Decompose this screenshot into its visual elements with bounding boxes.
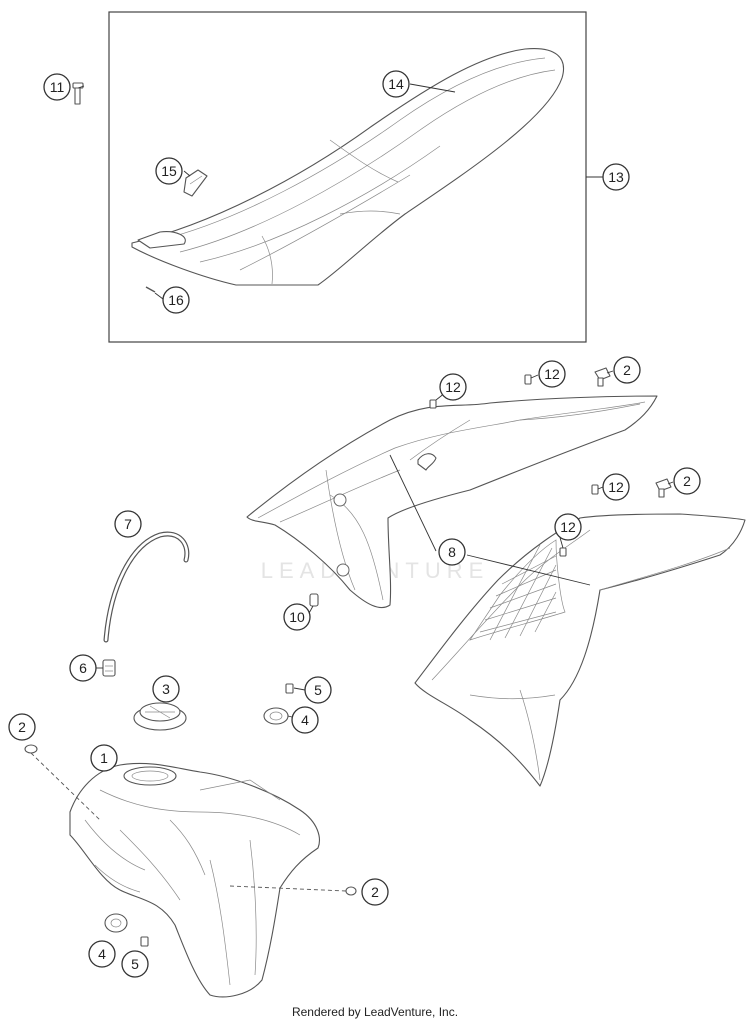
left-spoiler-part[interactable] (246, 395, 658, 609)
svg-text:12: 12 (544, 366, 560, 382)
svg-text:5: 5 (131, 956, 139, 972)
callout-10[interactable]: 10 (283, 603, 311, 631)
callout-12-mid[interactable]: 12 (602, 473, 630, 501)
footer-credit: Rendered by LeadVenture, Inc. (291, 1005, 459, 1019)
callout-14[interactable]: 14 (382, 70, 410, 98)
screw-11-part[interactable] (72, 82, 84, 105)
screw-12-upper-left-part[interactable] (429, 399, 437, 409)
svg-text:16: 16 (168, 292, 184, 308)
svg-text:13: 13 (608, 169, 624, 185)
callout-12-lower[interactable]: 12 (554, 513, 582, 541)
svg-text:11: 11 (50, 79, 65, 95)
right-spoiler-part[interactable] (414, 513, 746, 787)
svg-text:14: 14 (388, 76, 404, 92)
callout-2-upper[interactable]: 2 (613, 356, 641, 384)
svg-text:5: 5 (314, 682, 322, 698)
svg-text:2: 2 (371, 884, 379, 900)
callout-2-mid[interactable]: 2 (673, 467, 701, 495)
screw-2-mid-part[interactable] (655, 478, 672, 498)
svg-text:12: 12 (608, 479, 624, 495)
svg-text:12: 12 (445, 379, 461, 395)
fuel-tank-part[interactable] (69, 762, 320, 998)
callout-6[interactable]: 6 (69, 654, 97, 682)
screw-5-bottom-part[interactable] (140, 936, 149, 947)
svg-text:10: 10 (289, 609, 305, 625)
svg-text:4: 4 (98, 946, 106, 962)
svg-text:7: 7 (124, 516, 132, 532)
callout-5-top[interactable]: 5 (304, 676, 332, 704)
callout-12-upper-left[interactable]: 12 (439, 373, 467, 401)
exploded-parts-diagram: LEADVENTURE (8, 11, 746, 998)
screw-10-part[interactable] (309, 593, 319, 607)
seat-part[interactable] (131, 47, 564, 286)
valve-part[interactable] (102, 659, 116, 677)
callout-4-bottom[interactable]: 4 (88, 940, 116, 968)
callout-8[interactable]: 8 (438, 538, 466, 566)
callout-13[interactable]: 13 (602, 163, 630, 191)
callout-2-tank-right[interactable]: 2 (361, 878, 389, 906)
svg-text:4: 4 (301, 712, 309, 728)
screw-2-tank-right-part[interactable] (345, 886, 357, 896)
grommet-4-bottom-part[interactable] (104, 913, 128, 933)
seat-strap-part[interactable] (183, 169, 208, 197)
screw-12-lower-part[interactable] (559, 547, 567, 557)
svg-text:3: 3 (162, 681, 170, 697)
screw-12-upper-right-part[interactable] (524, 374, 532, 385)
svg-text:1: 1 (100, 750, 108, 766)
svg-text:2: 2 (683, 473, 691, 489)
callout-2-tank-left[interactable]: 2 (8, 713, 36, 741)
rubber-16-part (145, 286, 156, 293)
callout-15[interactable]: 15 (155, 157, 183, 185)
callout-3[interactable]: 3 (152, 675, 180, 703)
callout-7[interactable]: 7 (114, 510, 142, 538)
svg-text:6: 6 (79, 660, 87, 676)
grommet-4-top-part[interactable] (263, 707, 289, 725)
callout-4-top[interactable]: 4 (291, 706, 319, 734)
callout-11[interactable]: 11 (43, 73, 71, 101)
callout-12-upper-right[interactable]: 12 (538, 360, 566, 388)
callout-5-bottom[interactable]: 5 (121, 950, 149, 978)
screw-2-tank-left-part[interactable] (24, 744, 38, 754)
svg-text:12: 12 (560, 519, 576, 535)
screw-5-top-part[interactable] (285, 683, 294, 694)
svg-text:2: 2 (18, 719, 26, 735)
screw-2-upper-part[interactable] (594, 367, 611, 387)
screw-12-mid-part[interactable] (591, 484, 599, 495)
callout-16[interactable]: 16 (162, 286, 190, 314)
callout-1[interactable]: 1 (90, 744, 118, 772)
svg-text:8: 8 (448, 544, 456, 560)
svg-text:15: 15 (161, 163, 177, 179)
svg-text:2: 2 (623, 362, 631, 378)
filler-cap-part[interactable] (133, 702, 187, 731)
